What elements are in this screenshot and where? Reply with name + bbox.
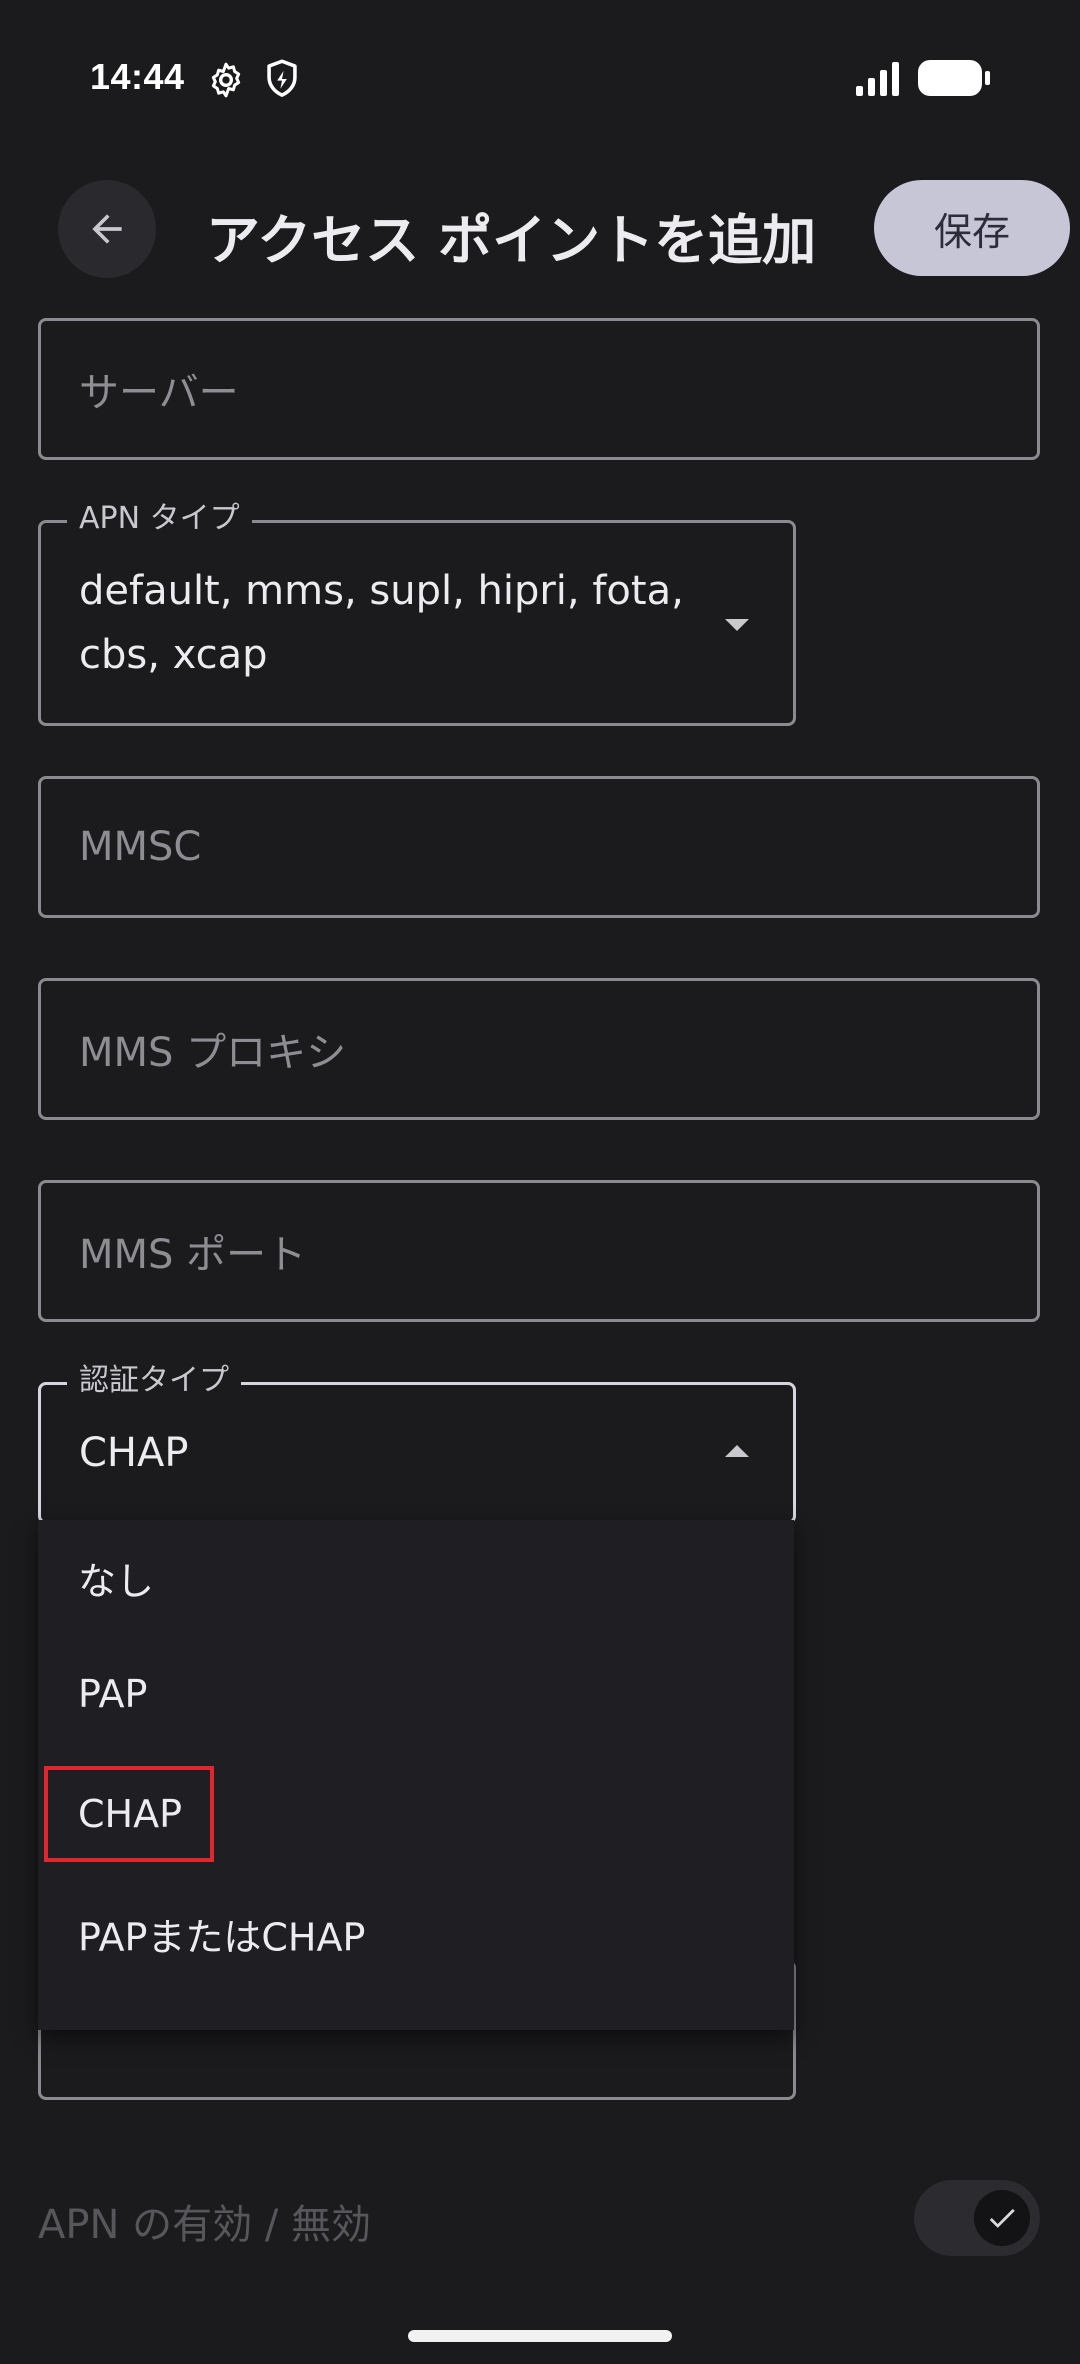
battery-icon — [916, 58, 992, 98]
apn-type-label: APN タイプ — [67, 499, 252, 539]
page-title: アクセス ポイントを追加 — [206, 209, 817, 272]
apn-type-value-line2: cbs, xcap — [79, 632, 268, 678]
menu-item-label: なし — [78, 1559, 155, 1604]
apn-type-value-line1: default, mms, supl, hipri, fota, — [79, 568, 684, 614]
server-field[interactable]: サーバー — [38, 318, 1040, 460]
status-time: 14:44 — [90, 56, 185, 97]
auth-type-value: CHAP — [79, 1430, 189, 1476]
back-button[interactable] — [58, 180, 156, 278]
check-icon — [989, 2208, 1015, 2228]
mms-port-placeholder: MMS ポート — [79, 1232, 307, 1278]
mmsc-field[interactable]: MMSC — [38, 776, 1040, 918]
mms-proxy-placeholder: MMS プロキシ — [79, 1030, 347, 1076]
mmsc-placeholder: MMSC — [79, 824, 202, 870]
menu-item-label: PAPまたはCHAP — [78, 1915, 366, 1960]
mms-port-field[interactable]: MMS ポート — [38, 1180, 1040, 1322]
home-indicator[interactable] — [408, 2330, 672, 2342]
menu-item-chap[interactable]: CHAP — [38, 1756, 794, 1872]
toggle-knob — [974, 2190, 1030, 2246]
menu-item-pap[interactable]: PAP — [38, 1636, 794, 1752]
menu-item-none[interactable]: なし — [38, 1520, 794, 1636]
chevron-up-icon — [725, 1445, 749, 1457]
save-button[interactable]: 保存 — [874, 180, 1070, 276]
auth-type-label: 認証タイプ — [67, 1361, 241, 1401]
apn-type-dropdown[interactable]: APN タイプ default, mms, supl, hipri, fota,… — [38, 499, 796, 726]
apn-enable-label: APN の有効 / 無効 — [38, 2202, 372, 2248]
settings-gear-icon — [206, 60, 246, 100]
server-field-placeholder: サーバー — [79, 370, 239, 416]
arrow-back-icon — [92, 214, 122, 244]
chevron-down-icon — [725, 619, 749, 631]
menu-item-pap-or-chap[interactable]: PAPまたはCHAP — [38, 1876, 794, 1992]
mms-proxy-field[interactable]: MMS プロキシ — [38, 978, 1040, 1120]
menu-item-label: PAP — [78, 1672, 148, 1716]
auth-type-menu: なし PAP CHAP PAPまたはCHAP — [38, 1520, 794, 2030]
auth-type-dropdown[interactable]: 認証タイプ CHAP — [38, 1361, 796, 1524]
signal-icon — [854, 60, 902, 98]
highlight-box — [44, 1766, 214, 1862]
apn-enable-toggle[interactable] — [914, 2180, 1040, 2256]
menu-item-label: CHAP — [78, 1792, 183, 1836]
shield-icon — [262, 58, 302, 100]
